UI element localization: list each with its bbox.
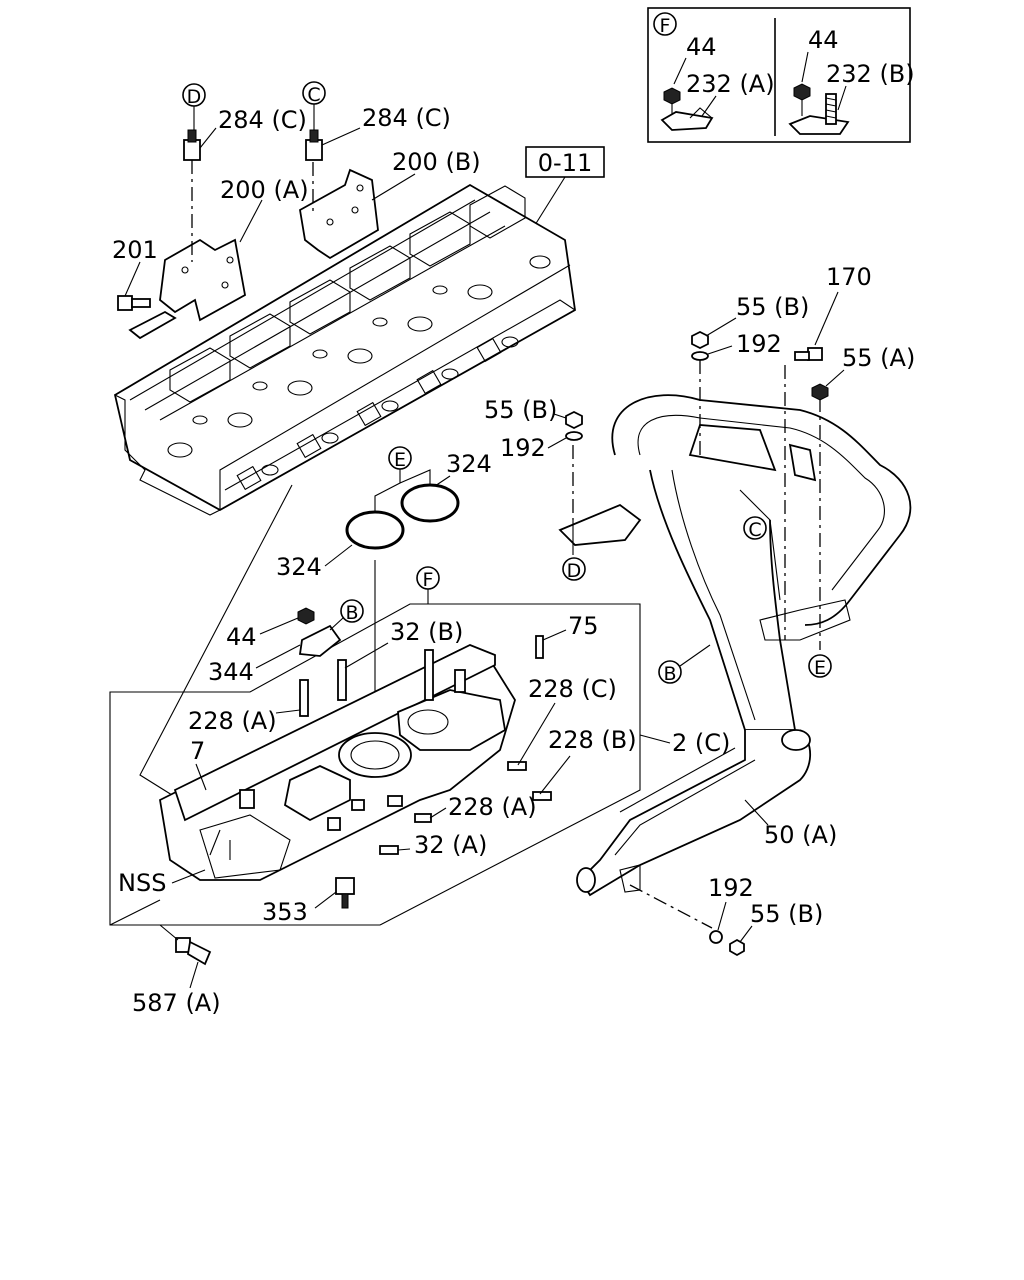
svg-text:C: C	[307, 84, 320, 106]
label-200b: 200 (B)	[392, 148, 481, 176]
cylinder-head-illustration	[113, 183, 576, 516]
marker-f-main: F	[416, 566, 440, 604]
marker-b-main: B	[329, 599, 364, 631]
manifold-callout-frame	[109, 603, 641, 926]
svg-text:D: D	[187, 86, 202, 108]
bolt-170	[794, 347, 823, 361]
label-32a: 32 (A)	[414, 831, 487, 859]
label-55a: 55 (A)	[842, 344, 915, 372]
label-200a: 200 (A)	[220, 176, 309, 204]
exhaust-pipe-illustration	[558, 394, 912, 897]
inset-label-44-left: 44	[686, 33, 717, 61]
label-228a-left: 228 (A)	[188, 707, 277, 735]
label-55b-top: 55 (B)	[736, 293, 809, 321]
washer-nut-bottom	[709, 930, 745, 957]
svg-text:B: B	[345, 602, 358, 624]
head-to-manifold-leader	[139, 484, 293, 801]
marker-c-top: C	[302, 81, 326, 130]
clip-232b-icon	[788, 83, 850, 135]
nut-55b-top	[691, 330, 709, 361]
bolt-587a	[159, 924, 212, 966]
nut-55b-mid	[565, 410, 583, 441]
marker-c-pipe: C	[743, 516, 767, 541]
inset-marker-f: F	[660, 15, 671, 37]
label-192-bottom: 192	[708, 874, 754, 902]
svg-text:C: C	[748, 519, 761, 541]
svg-text:E: E	[814, 657, 826, 679]
svg-text:B: B	[663, 663, 676, 685]
label-201: 201	[112, 236, 158, 264]
label-192-mid: 192	[500, 434, 546, 462]
inset-detail-f: F 44 232 (A) 44 232 (B)	[647, 7, 915, 143]
marker-b-pipe: B	[658, 644, 711, 685]
label-32b: 32 (B)	[390, 618, 463, 646]
bolt-201	[117, 295, 151, 311]
label-50a: 50 (A)	[764, 821, 837, 849]
label-344: 344	[208, 658, 254, 686]
stud-284c-left	[183, 129, 201, 161]
svg-text:E: E	[394, 449, 406, 471]
gasket-324-right	[400, 483, 460, 523]
label-nss: NSS	[118, 869, 166, 897]
bracket-200a	[128, 160, 247, 340]
bracket-200b	[299, 162, 379, 260]
marker-e-main: E	[374, 446, 431, 512]
marker-d-pipe: D	[562, 557, 586, 582]
marker-e-pipe: E	[808, 654, 832, 679]
label-284c-left: 284 (C)	[218, 106, 307, 134]
label-7: 7	[190, 737, 205, 765]
inset-frame	[647, 7, 911, 143]
inset-label-44-right: 44	[808, 26, 839, 54]
label-228c: 228 (C)	[528, 675, 617, 703]
label-44-main: 44	[226, 623, 257, 651]
label-324-lower: 324	[276, 553, 322, 581]
inset-marker-circle	[653, 12, 677, 36]
label-284c-right: 284 (C)	[362, 104, 451, 132]
stud-284c-right	[305, 129, 323, 161]
label-55b-mid: 55 (B)	[484, 396, 557, 424]
label-228b: 228 (B)	[548, 726, 637, 754]
clip-232a-icon	[660, 87, 714, 131]
reference-box: 0-11	[525, 146, 605, 226]
label-2c: 2 (C)	[672, 729, 730, 757]
reference-box-label: 0-11	[538, 149, 592, 177]
svg-text:D: D	[567, 560, 582, 582]
label-587a: 587 (A)	[132, 989, 221, 1017]
svg-text:F: F	[423, 569, 434, 591]
gasket-324-left	[345, 510, 405, 550]
marker-d-top: D	[182, 83, 206, 130]
exhaust-manifold-illustration	[159, 635, 552, 909]
label-55b-bottom: 55 (B)	[750, 900, 823, 928]
label-353: 353	[262, 898, 308, 926]
inset-label-232a: 232 (A)	[686, 70, 775, 98]
label-228a-right: 228 (A)	[448, 793, 537, 821]
label-75: 75	[568, 612, 599, 640]
nut-55a	[811, 383, 829, 401]
label-170: 170	[826, 263, 872, 291]
label-324-upper: 324	[446, 450, 492, 478]
clip-344	[297, 607, 342, 657]
inset-label-232b: 232 (B)	[826, 60, 915, 88]
label-192-top: 192	[736, 330, 782, 358]
